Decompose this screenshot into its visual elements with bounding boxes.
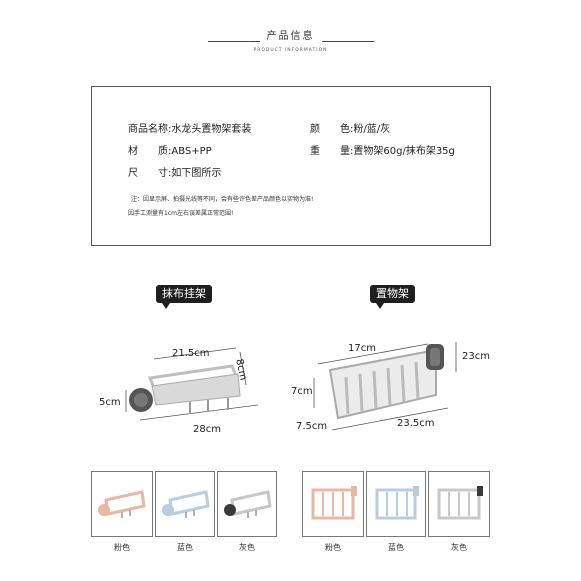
color-label-pink-towel: 粉色 — [114, 543, 130, 552]
product-diagrams — [125, 342, 457, 431]
size-row: 尺 寸:如下图所示 — [128, 164, 221, 179]
header-title: 产品信息 — [266, 31, 315, 42]
weight-value: 置物架60g/抹布架35g — [353, 146, 455, 157]
header-line-right — [322, 41, 374, 42]
dim-line-towel-side — [239, 351, 247, 386]
thumb-shelf-gray — [428, 471, 490, 537]
name-value: 水龙头置物架套装 — [171, 124, 252, 135]
towel-dim-top: 21.5cm — [172, 348, 210, 359]
color-label-gray-towel: 灰色 — [239, 543, 255, 552]
product-info-box — [91, 86, 491, 246]
note-color: 注：因显示屏、拍摄光线等不同，会有些许色差产品颜色以实物为准! — [131, 196, 314, 203]
note-measure: 因手工测量有1cm左右误差属正常范围! — [128, 210, 234, 217]
color-label-pink-shelf: 粉色 — [325, 543, 341, 552]
shelf-dim-right: 23cm — [462, 351, 490, 362]
dim-line-shelf-top — [317, 343, 429, 365]
material-label: 材 质: — [128, 146, 172, 157]
shelf-basket — [328, 348, 437, 420]
shelf-dim-bottom: 23.5cm — [397, 418, 435, 429]
color-value: 粉/蓝/灰 — [353, 124, 391, 135]
size-value: 如下图所示 — [171, 168, 222, 179]
color-label-blue-shelf: 蓝色 — [388, 543, 404, 552]
weight-row: 重 量:置物架60g/抹布架35g — [310, 142, 455, 157]
shelf-dim-top: 17cm — [348, 343, 376, 354]
thumb-towel-pink — [91, 471, 153, 537]
shelf-dim-height: 7cm — [291, 386, 313, 397]
thumb-towel-gray — [217, 471, 277, 537]
shelf-dim-depth: 7.5cm — [296, 421, 328, 432]
dim-line-towel-top — [153, 347, 237, 360]
weight-label: 重 量: — [310, 146, 354, 157]
towel-dim-bottom: 28cm — [193, 424, 221, 435]
thumb-shelf-pink — [302, 471, 364, 537]
header-line-left — [208, 41, 260, 42]
name-label: 商品名称: — [128, 124, 172, 135]
header-subtitle: PRODUCT INFORMATION — [253, 48, 328, 53]
towel-rack-drawing — [125, 347, 259, 421]
color-row: 颜 色:粉/蓝/灰 — [310, 120, 390, 135]
color-label-blue-towel: 蓝色 — [177, 543, 193, 552]
color-label: 颜 色: — [310, 124, 354, 135]
color-label-gray-shelf: 灰色 — [451, 543, 467, 552]
shelf-drawing — [313, 342, 457, 431]
thumb-shelf-blue — [366, 471, 426, 537]
name-row: 商品名称:水龙头置物架套装 — [128, 120, 251, 135]
towel-dim-left: 5cm — [99, 397, 121, 408]
thumb-towel-blue — [155, 471, 215, 537]
shelf-badge: 置物架 — [370, 285, 415, 309]
towel-rack-bar — [151, 373, 241, 406]
material-value: ABS+PP — [171, 146, 212, 157]
towel-rack-badge: 抹布挂架 — [156, 285, 212, 309]
dim-line-shelf-bottom — [331, 407, 449, 431]
material-row: 材 质:ABS+PP — [128, 142, 212, 157]
size-label: 尺 寸: — [128, 168, 172, 179]
dim-line-towel-bottom — [139, 404, 259, 421]
